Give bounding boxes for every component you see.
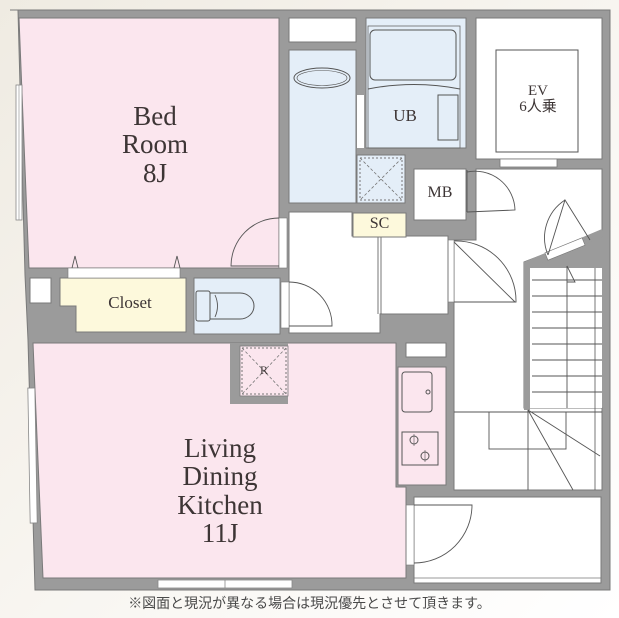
small-storage: [29, 277, 52, 304]
ldk-window-left: [27, 387, 38, 524]
toilet-icon: [195, 290, 255, 322]
unit-bath-label: UB: [393, 106, 417, 125]
elevator-door: [499, 158, 558, 168]
meter-box-label: MB: [427, 184, 453, 201]
disclaimer-note: ※図面と現況が異なる場合は現況優先とさせて頂きます。: [128, 596, 491, 612]
meter-box-area: [413, 168, 467, 221]
sink-icon: [401, 371, 433, 413]
closet-area: [59, 277, 187, 333]
washing-machine-space: [356, 154, 406, 204]
staircase: [454, 265, 602, 491]
lower-right-hall: [413, 496, 602, 584]
refrigerator-space: [230, 343, 289, 404]
entrance-hallway: [288, 211, 449, 334]
elevator-car: [495, 49, 579, 153]
bedroom-label: Bed Room 8J: [121, 101, 188, 188]
refrigerator-label: R: [259, 363, 268, 377]
stove-icon: [401, 431, 439, 466]
washbasin-icon: [293, 67, 351, 89]
ldk-area: [32, 342, 407, 579]
shoe-cabinet: [352, 212, 407, 238]
ldk-label: Living Dining Kitchen 11J: [177, 433, 263, 549]
elevator-label: EV 6人乗: [519, 83, 557, 115]
closet-label: Closet: [108, 293, 152, 312]
kitchen-shelf: [405, 342, 447, 358]
storage-top: [288, 17, 357, 43]
bathtub-icon: [369, 29, 457, 81]
shoe-cabinet-label: SC: [369, 215, 390, 232]
